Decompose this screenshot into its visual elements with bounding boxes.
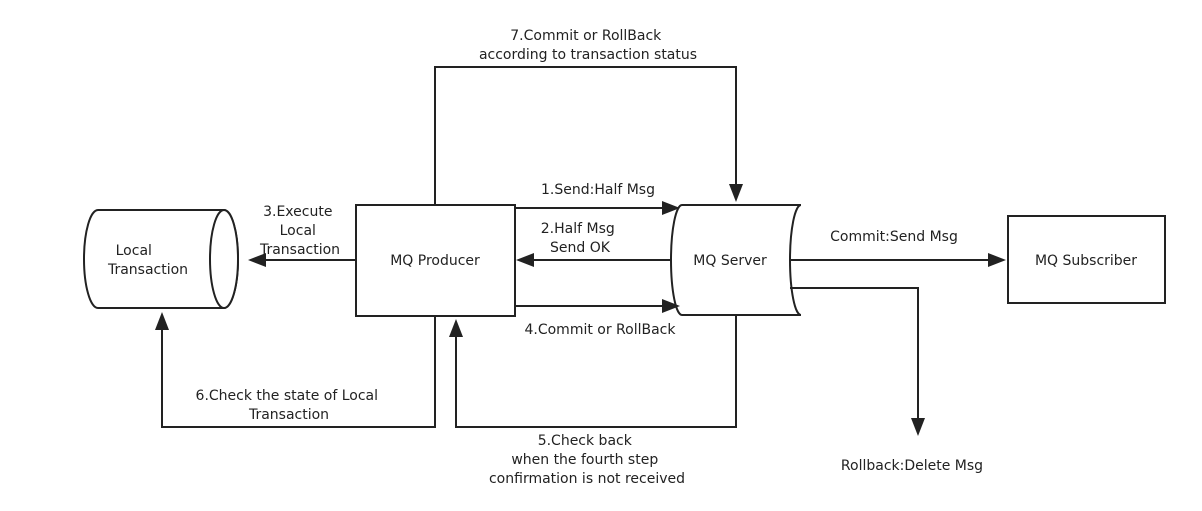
step7-label-line: according to transaction status: [479, 47, 697, 63]
local-transaction-label-line: Transaction: [107, 262, 188, 278]
step3-label: 3.Execute Local Transaction: [259, 204, 340, 258]
step7-arrowhead: [729, 184, 743, 202]
mq-subscriber-node: MQ Subscriber: [1007, 215, 1166, 304]
step5-arrowhead: [449, 319, 463, 337]
step6-arrowhead: [155, 312, 169, 330]
rollback-delete-label: Rollback:Delete Msg: [841, 458, 983, 474]
step2-half-msg-send-ok-edge: 2.Half Msg Send OK: [516, 221, 672, 267]
step5-check-back-edge: 5.Check back when the fourth step confir…: [449, 316, 737, 487]
mq-server-label: MQ Server: [693, 253, 767, 269]
step2-label-line: Send OK: [550, 240, 611, 256]
step1-label: 1.Send:Half Msg: [541, 182, 655, 198]
step5-label-line: 5.Check back: [538, 433, 633, 449]
step6-check-state-edge: 6.Check the state of Local Transaction: [155, 312, 436, 428]
step5-label-line: when the fourth step: [511, 452, 658, 468]
commit-send-msg-edge: Commit:Send Msg: [790, 229, 1006, 267]
mq-server-node: MQ Server: [670, 204, 802, 316]
step6-label: 6.Check the state of Local Transaction: [196, 388, 383, 423]
step6-line: [161, 317, 436, 428]
step3-label-line: 3.Execute: [263, 204, 332, 220]
step2-arrowhead: [516, 253, 534, 267]
local-transaction-cylinder-cap: [209, 209, 239, 309]
step6-label-line: 6.Check the state of Local: [196, 388, 378, 404]
local-transaction-node: Local Transaction: [83, 209, 239, 309]
step7-line: [434, 66, 737, 204]
step2-label: 2.Half Msg Send OK: [541, 221, 619, 256]
step7-label: 7.Commit or RollBack according to transa…: [479, 28, 697, 63]
step5-line: [455, 316, 737, 428]
step6-label-line: Transaction: [248, 407, 329, 423]
mq-server-cylinder-body: [670, 204, 802, 316]
rollback-delete-msg-edge: Rollback:Delete Msg: [790, 287, 983, 474]
mq-producer-node: MQ Producer: [355, 204, 516, 317]
step5-label-line: confirmation is not received: [489, 471, 685, 487]
mq-subscriber-label: MQ Subscriber: [1035, 253, 1137, 269]
step5-label: 5.Check back when the fourth step confir…: [489, 433, 685, 487]
step3-execute-local-transaction-edge: 3.Execute Local Transaction: [248, 204, 355, 267]
step1-send-half-msg-edge: 1.Send:Half Msg: [516, 182, 680, 215]
rollback-delete-line: [790, 287, 919, 420]
step7-label-line: 7.Commit or RollBack: [510, 28, 662, 44]
step4-commit-or-rollback-edge: 4.Commit or RollBack: [516, 299, 680, 338]
step1-arrowhead: [662, 201, 680, 215]
commit-send-arrowhead: [988, 253, 1006, 267]
step3-label-line: Transaction: [259, 242, 340, 258]
step3-label-line: Local: [280, 223, 316, 239]
commit-send-label: Commit:Send Msg: [830, 229, 958, 245]
step7-commit-or-rollback-status-edge: 7.Commit or RollBack according to transa…: [434, 28, 743, 204]
step4-arrowhead: [662, 299, 680, 313]
local-transaction-label-line: Local: [116, 243, 152, 259]
mq-subscriber-box: [1007, 215, 1166, 304]
step4-label: 4.Commit or RollBack: [524, 322, 676, 338]
mq-producer-label: MQ Producer: [390, 253, 480, 269]
step3-arrowhead: [248, 253, 266, 267]
mq-producer-box: [355, 204, 516, 317]
step2-label-line: 2.Half Msg: [541, 221, 615, 237]
rollback-delete-arrowhead: [911, 418, 925, 436]
local-transaction-label: Local Transaction: [107, 243, 188, 278]
